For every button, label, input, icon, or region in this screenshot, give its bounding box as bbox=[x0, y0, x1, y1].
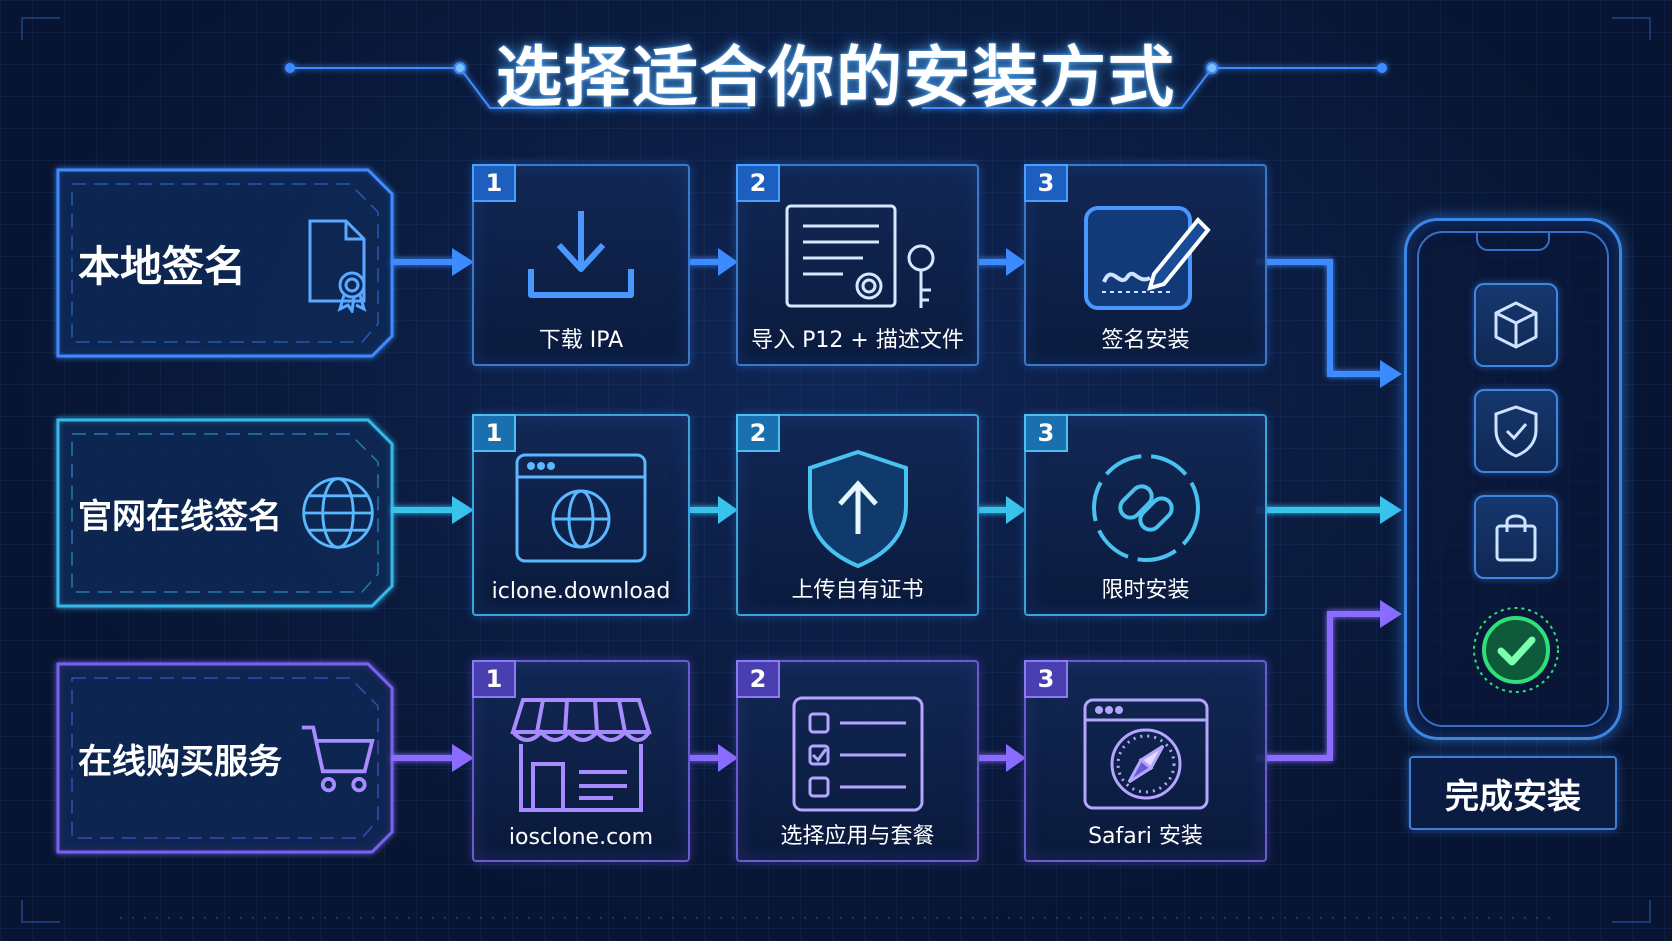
step-upload-cert: 2 上传自有证书 bbox=[736, 414, 979, 616]
step-caption: Safari 安装 bbox=[1088, 824, 1203, 849]
method-local-sign: 本地签名 bbox=[58, 170, 392, 356]
step-number: 2 bbox=[736, 164, 780, 202]
method-label: 官网在线签名 bbox=[78, 496, 282, 537]
phone-frame bbox=[1404, 218, 1622, 740]
step-number: 2 bbox=[736, 414, 780, 452]
safari-compass-icon bbox=[1026, 690, 1265, 818]
step-iclone-download: 1 iclone.download bbox=[472, 414, 690, 616]
method-label: 本地签名 bbox=[78, 241, 247, 291]
shopping-cart-icon bbox=[298, 708, 378, 808]
step-number: 1 bbox=[472, 414, 516, 452]
phone-notch bbox=[1476, 231, 1550, 251]
step-caption: 限时安装 bbox=[1101, 578, 1190, 603]
step-caption: 签名安装 bbox=[1101, 328, 1190, 353]
finish-install-button[interactable]: 完成安装 bbox=[1409, 756, 1617, 830]
signed-document-icon bbox=[298, 213, 378, 313]
download-icon bbox=[474, 194, 688, 322]
step-number: 3 bbox=[1024, 164, 1068, 202]
phone-screen bbox=[1417, 231, 1609, 727]
step-number: 1 bbox=[472, 660, 516, 698]
checklist-icon bbox=[738, 690, 977, 818]
browser-globe-icon bbox=[474, 444, 688, 572]
certificate-key-icon bbox=[738, 194, 977, 322]
step-number: 3 bbox=[1024, 660, 1068, 698]
step-iosclone-com: 1 iosclone.com bbox=[472, 660, 690, 862]
link-timer-icon bbox=[1026, 444, 1265, 572]
step-caption: 上传自有证书 bbox=[791, 578, 924, 603]
storefront-icon bbox=[474, 690, 688, 818]
check-circle-icon bbox=[1471, 605, 1561, 695]
cube-icon bbox=[1474, 283, 1558, 367]
signature-pen-icon bbox=[1026, 194, 1265, 322]
shopping-bag-icon bbox=[1474, 495, 1558, 579]
globe-icon bbox=[298, 463, 378, 563]
shield-upload-icon bbox=[738, 444, 977, 572]
step-caption: iclone.download bbox=[491, 579, 671, 604]
page-title: 选择适合你的安装方式 bbox=[496, 39, 1176, 116]
step-number: 1 bbox=[472, 164, 516, 202]
method-buy-service: 在线购买服务 bbox=[58, 664, 392, 852]
step-number: 3 bbox=[1024, 414, 1068, 452]
step-number: 2 bbox=[736, 660, 780, 698]
step-caption: iosclone.com bbox=[508, 825, 654, 850]
step-choose-plan: 2 选择应用与套餐 bbox=[736, 660, 979, 862]
step-download-ipa: 1 下载 IPA bbox=[472, 164, 690, 366]
method-online-sign: 官网在线签名 bbox=[58, 420, 392, 606]
step-sign-install: 3 签名安装 bbox=[1024, 164, 1267, 366]
step-safari-install: 3 Safari 安装 bbox=[1024, 660, 1267, 862]
shield-check-icon bbox=[1474, 389, 1558, 473]
step-caption: 下载 IPA bbox=[538, 328, 624, 353]
step-import-p12: 2 导入 P12 + 描述文件 bbox=[736, 164, 979, 366]
step-caption: 选择应用与套餐 bbox=[780, 824, 935, 849]
step-limited-install: 3 限时安装 bbox=[1024, 414, 1267, 616]
step-caption: 导入 P12 + 描述文件 bbox=[751, 328, 964, 353]
method-label: 在线购买服务 bbox=[78, 741, 282, 782]
